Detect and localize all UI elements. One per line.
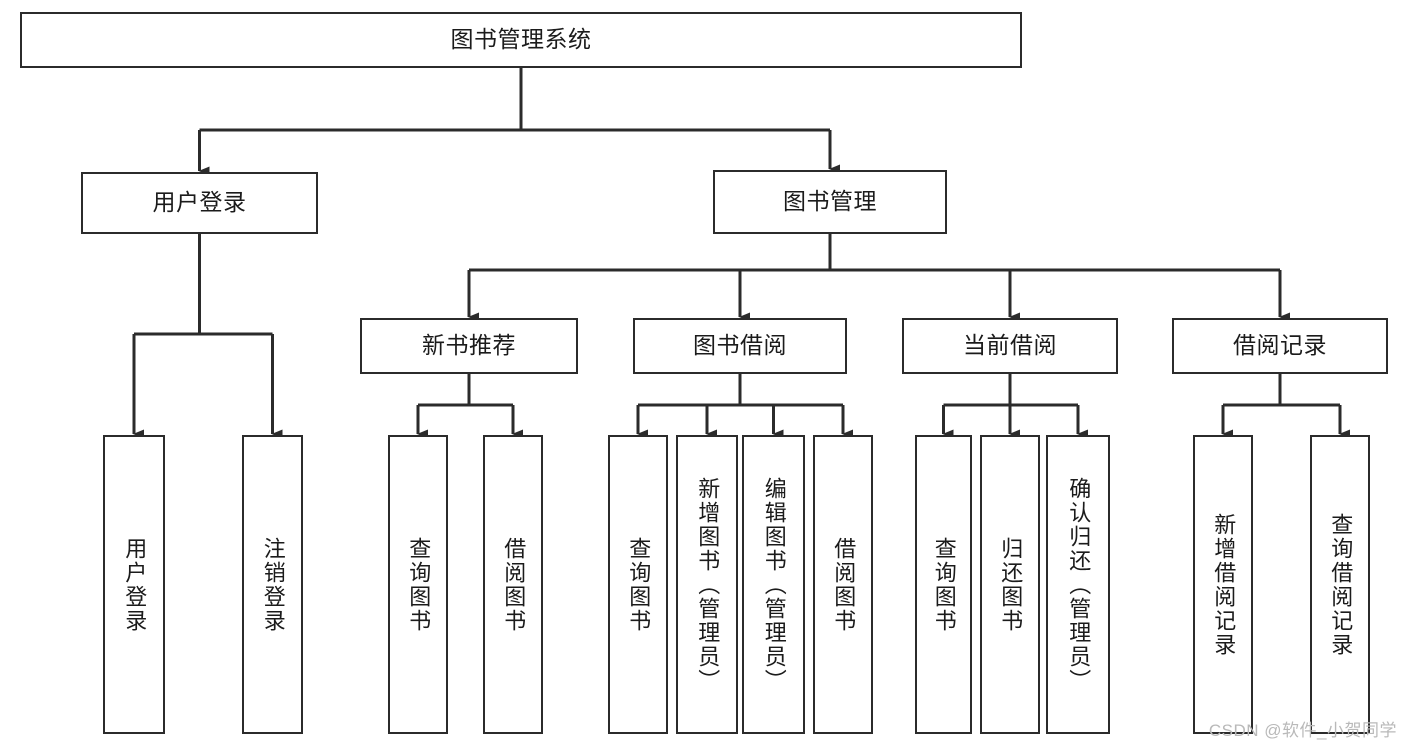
node-l2[interactable]: 注销登录 <box>242 435 303 734</box>
node-label: 借阅图书 <box>831 536 857 633</box>
node-label: 查询借阅记录 <box>1328 512 1354 657</box>
node-login[interactable]: 用户登录 <box>81 172 318 234</box>
node-l1[interactable]: 用户登录 <box>103 435 165 734</box>
node-l10[interactable]: 归还图书 <box>980 435 1040 734</box>
node-label: 查询图书 <box>931 536 957 633</box>
node-label: 注销登录 <box>260 536 286 633</box>
node-newbook[interactable]: 新书推荐 <box>360 318 578 374</box>
node-l11[interactable]: 确认归还（管理员） <box>1046 435 1110 734</box>
node-l6[interactable]: 新增图书（管理员） <box>676 435 738 734</box>
node-label: 图书管理系统 <box>450 26 592 53</box>
node-current[interactable]: 当前借阅 <box>902 318 1118 374</box>
node-label: 图书借阅 <box>693 332 787 359</box>
node-l3[interactable]: 查询图书 <box>388 435 448 734</box>
node-label: 查询图书 <box>626 536 652 633</box>
node-l8[interactable]: 借阅图书 <box>813 435 873 734</box>
node-label: 借阅记录 <box>1233 332 1327 359</box>
node-l12[interactable]: 新增借阅记录 <box>1193 435 1253 734</box>
node-label: 编辑图书（管理员） <box>761 476 787 693</box>
csdn-watermark: CSDN @软件_小贺同学 <box>1208 721 1397 740</box>
node-label: 新增图书（管理员） <box>695 476 721 693</box>
node-l7[interactable]: 编辑图书（管理员） <box>742 435 805 734</box>
node-label: 查询图书 <box>406 536 432 633</box>
node-root[interactable]: 图书管理系统 <box>20 12 1022 68</box>
node-label: 图书管理 <box>783 188 877 215</box>
node-label: 归还图书 <box>998 536 1024 633</box>
node-label: 用户登录 <box>122 536 148 633</box>
node-label: 用户登录 <box>152 189 247 216</box>
node-label: 当前借阅 <box>963 332 1057 359</box>
node-l5[interactable]: 查询图书 <box>608 435 668 734</box>
node-bookmgr[interactable]: 图书管理 <box>713 170 947 234</box>
node-label: 借阅图书 <box>501 536 527 633</box>
node-label: 新增借阅记录 <box>1211 512 1237 657</box>
node-borrow[interactable]: 图书借阅 <box>633 318 847 374</box>
node-records[interactable]: 借阅记录 <box>1172 318 1388 374</box>
node-label: 确认归还（管理员） <box>1066 476 1092 693</box>
node-l4[interactable]: 借阅图书 <box>483 435 543 734</box>
node-l9[interactable]: 查询图书 <box>915 435 972 734</box>
node-l13[interactable]: 查询借阅记录 <box>1310 435 1370 734</box>
node-label: 新书推荐 <box>422 332 516 359</box>
